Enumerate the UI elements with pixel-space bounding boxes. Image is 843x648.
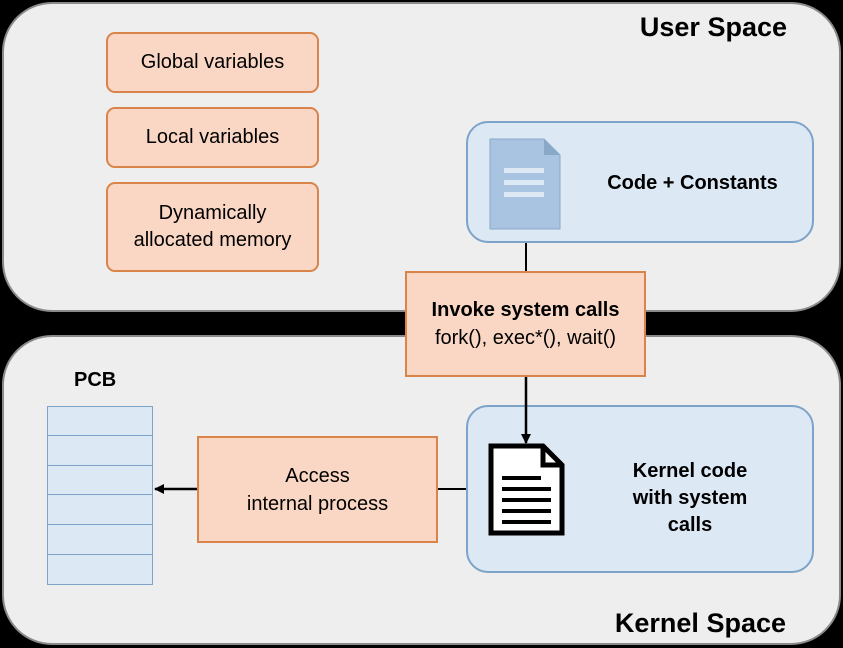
pcb-label: PCB xyxy=(74,369,117,391)
access-internal-process-box: Access internal process xyxy=(197,436,438,543)
user-space-title: User Space xyxy=(639,12,787,42)
dynamic-memory-label-line1: Dynamically xyxy=(158,202,267,224)
kernel-code-label: Kernel code with system calls xyxy=(600,458,780,539)
pcb-row xyxy=(47,435,153,466)
pcb-table xyxy=(47,406,153,585)
local-variables-box: Local variables xyxy=(106,107,319,168)
pcb-row xyxy=(47,465,153,496)
code-constants-label: Code + Constants xyxy=(607,172,778,194)
kernel-document-icon xyxy=(488,443,565,536)
dynamic-memory-box: Dynamically allocated memory xyxy=(106,182,319,272)
global-variables-label: Global variables xyxy=(140,51,285,73)
kernel-space-title: Kernel Space xyxy=(614,608,786,638)
global-variables-box: Global variables xyxy=(106,32,319,93)
pcb-row xyxy=(47,495,153,526)
pcb-row xyxy=(47,406,153,436)
access-label-line1: Access xyxy=(285,464,350,487)
kernel-code-label-line2: with system xyxy=(632,487,748,509)
kernel-code-label-line3: calls xyxy=(667,514,713,536)
syscall-box: Invoke system calls fork(), exec*(), wai… xyxy=(405,271,646,377)
syscall-calls: fork(), exec*(), wait() xyxy=(434,327,617,349)
local-variables-label: Local variables xyxy=(145,126,280,148)
access-label-line2: internal process xyxy=(246,492,389,515)
pcb-row xyxy=(47,554,153,585)
pcb-row xyxy=(47,525,153,555)
dynamic-memory-label-line2: allocated memory xyxy=(133,229,292,251)
syscall-title: Invoke system calls xyxy=(431,299,620,321)
kernel-code-label-line1: Kernel code xyxy=(632,460,748,482)
code-document-icon xyxy=(489,138,561,230)
